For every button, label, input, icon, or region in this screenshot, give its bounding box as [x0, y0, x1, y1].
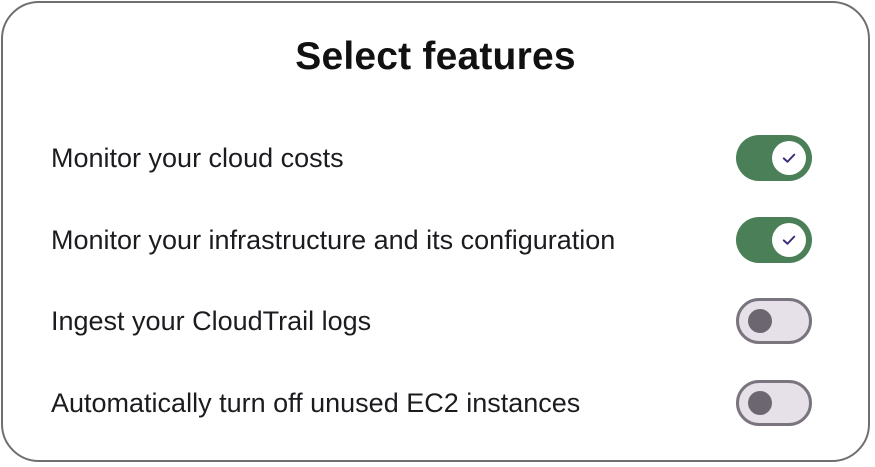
feature-label: Monitor your cloud costs: [51, 142, 344, 173]
toggle-cloud-costs[interactable]: [736, 135, 812, 181]
toggle-knob: [772, 141, 806, 175]
feature-label: Monitor your infrastructure and its conf…: [51, 224, 616, 255]
dialog-title: Select features: [295, 35, 576, 78]
check-icon: [782, 153, 796, 163]
toggle-knob: [748, 309, 772, 333]
feature-label: Ingest your CloudTrail logs: [51, 305, 372, 336]
toggle-infrastructure[interactable]: [736, 217, 812, 263]
check-icon: [782, 235, 796, 245]
feature-row-infrastructure: Monitor your infrastructure and its conf…: [51, 216, 812, 264]
toggle-ec2-shutdown[interactable]: [736, 380, 812, 426]
feature-row-ec2-shutdown: Automatically turn off unused EC2 instan…: [51, 379, 812, 427]
toggle-knob: [748, 391, 772, 415]
feature-label: Automatically turn off unused EC2 instan…: [51, 387, 581, 418]
toggle-cloudtrail[interactable]: [736, 298, 812, 344]
toggle-knob: [772, 223, 806, 257]
feature-row-cloudtrail: Ingest your CloudTrail logs: [51, 297, 812, 345]
feature-row-cloud-costs: Monitor your cloud costs: [51, 134, 812, 182]
